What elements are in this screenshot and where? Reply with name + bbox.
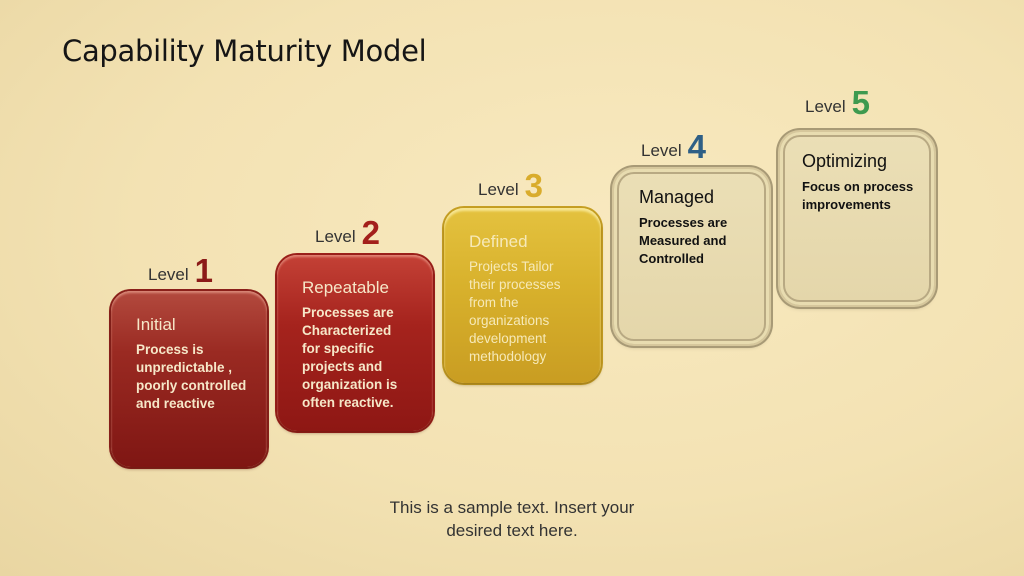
level-number: 1 <box>194 252 213 289</box>
level-name: Defined <box>469 232 528 251</box>
level-5-box: Optimizing Focus on process improvements <box>780 132 934 305</box>
footer-text: This is a sample text. Insert your desir… <box>0 496 1024 542</box>
level-5-label: Level 5 <box>805 84 870 122</box>
level-name: Initial <box>136 315 176 334</box>
level-description: Projects Tailor their processes from the… <box>469 259 561 364</box>
footer-line-1: This is a sample text. Insert your <box>389 498 635 517</box>
level-2-label: Level 2 <box>315 214 380 252</box>
level-name: Repeatable <box>302 278 389 297</box>
level-word: Level <box>805 97 846 116</box>
slide-title: Capability Maturity Model <box>62 34 427 68</box>
level-description: Process is unpredictable , poorly contro… <box>136 342 247 411</box>
level-name: Managed <box>639 187 715 207</box>
level-1-label: Level 1 <box>148 252 213 290</box>
level-number: 4 <box>687 128 706 165</box>
level-number: 5 <box>851 84 870 121</box>
level-4-box: Managed Processes are Measured and Contr… <box>614 169 769 344</box>
level-number: 3 <box>524 167 543 204</box>
level-word: Level <box>148 265 189 284</box>
level-description: Processes are Characterized for specific… <box>302 305 398 410</box>
level-description: Processes are Measured and Controlled <box>639 215 728 266</box>
level-word: Level <box>315 227 356 246</box>
footer-line-2: desired text here. <box>446 521 578 540</box>
level-word: Level <box>641 141 682 160</box>
level-description: Focus on process improvements <box>802 179 914 212</box>
level-2-box: Repeatable Processes are Characterized f… <box>277 255 433 431</box>
level-3-label: Level 3 <box>478 167 543 205</box>
level-3-box: Defined Projects Tailor their processes … <box>444 208 601 383</box>
level-word: Level <box>478 180 519 199</box>
level-1-box: Initial Process is unpredictable , poorl… <box>111 291 267 467</box>
level-4-label: Level 4 <box>641 128 706 166</box>
level-number: 2 <box>361 214 380 251</box>
level-name: Optimizing <box>802 151 888 171</box>
